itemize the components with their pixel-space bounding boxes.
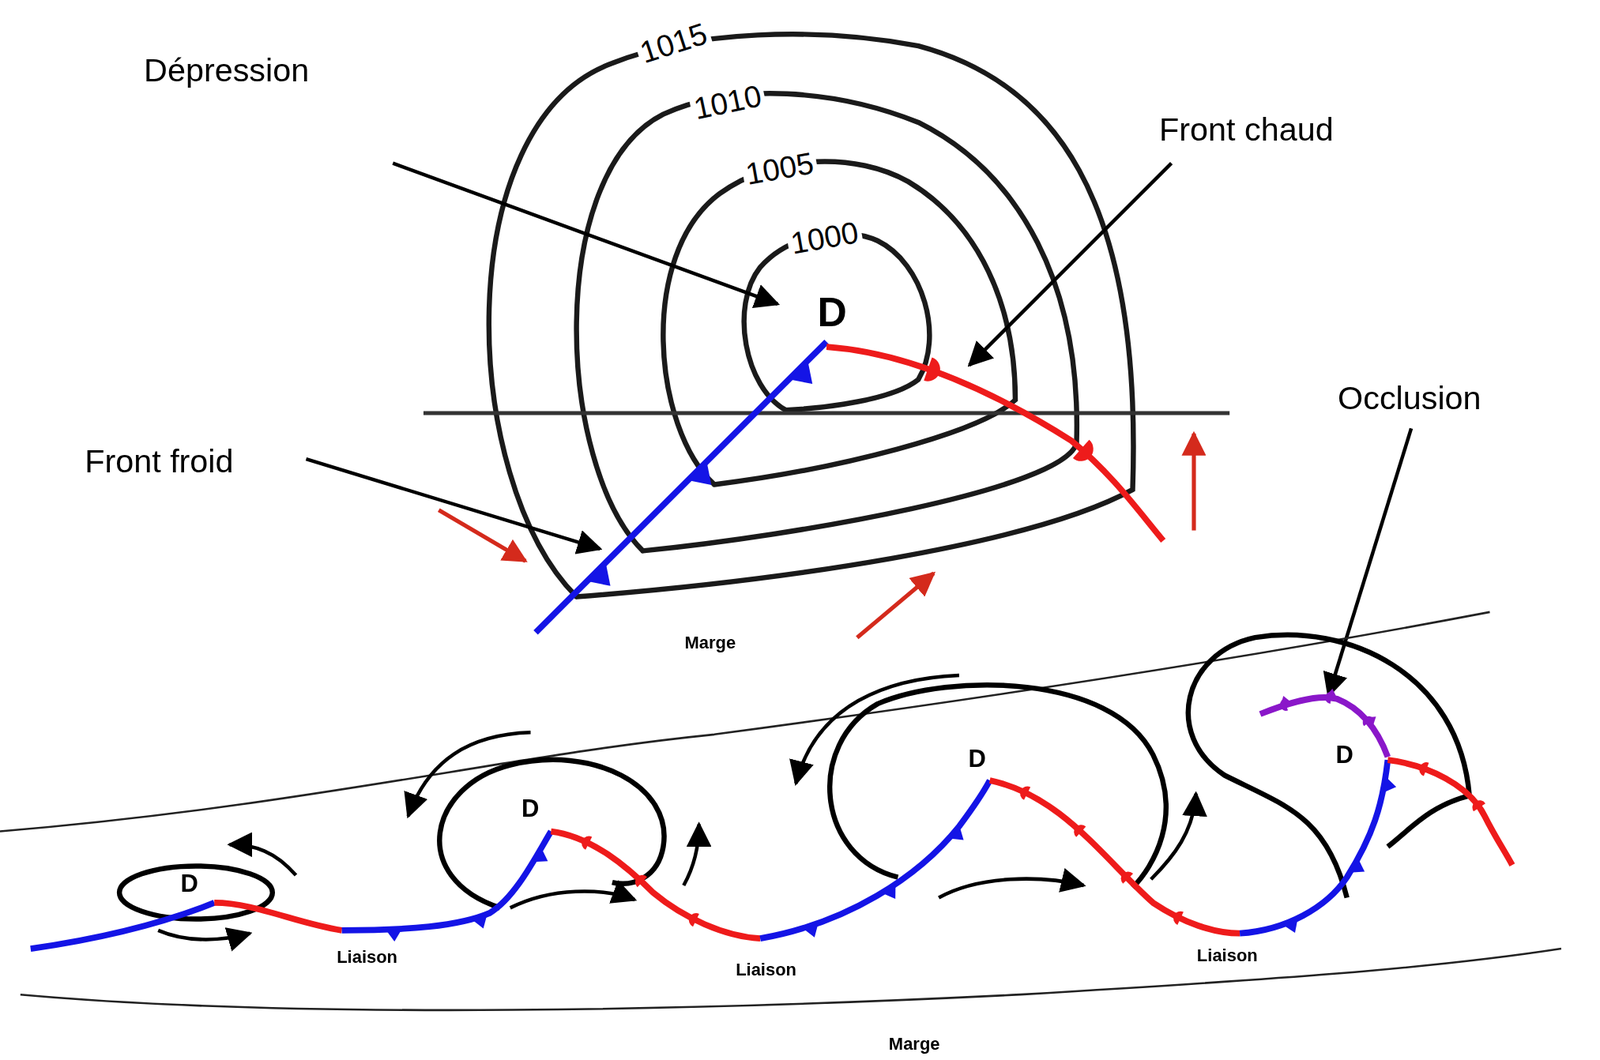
isobar-value: 1005 — [740, 145, 820, 192]
isobar-value: 1000 — [785, 214, 865, 261]
cyclone-isobars — [119, 635, 1470, 920]
callout-label: Occlusion — [1334, 380, 1484, 417]
frontal-wave — [30, 697, 1513, 949]
margin-label: Marge — [885, 1035, 943, 1055]
low-symbol: D — [965, 745, 990, 773]
callout-label: Dépression — [140, 52, 313, 89]
low-symbol: D — [1332, 741, 1357, 769]
isobars — [489, 33, 1134, 597]
junction-label: Liaison — [1193, 946, 1262, 966]
warm-front — [826, 346, 1164, 541]
circulation-arrows — [158, 675, 1196, 940]
junction-label: Liaison — [333, 948, 401, 968]
cold-front — [535, 342, 827, 633]
low-symbol: D — [518, 795, 543, 823]
low-symbol: D — [814, 289, 851, 336]
margin-label: Marge — [681, 634, 739, 654]
callout-label: Front chaud — [1155, 112, 1337, 148]
band — [0, 612, 1562, 1011]
section-line — [423, 410, 1230, 415]
leader-lines — [305, 163, 1412, 697]
isobar-value: 1015 — [632, 15, 715, 71]
junction-label: Liaison — [732, 961, 800, 981]
callout-label: Front froid — [81, 444, 237, 480]
isobar-value: 1010 — [687, 78, 768, 127]
low-symbol: D — [177, 870, 202, 898]
front-symbols — [385, 357, 1486, 942]
